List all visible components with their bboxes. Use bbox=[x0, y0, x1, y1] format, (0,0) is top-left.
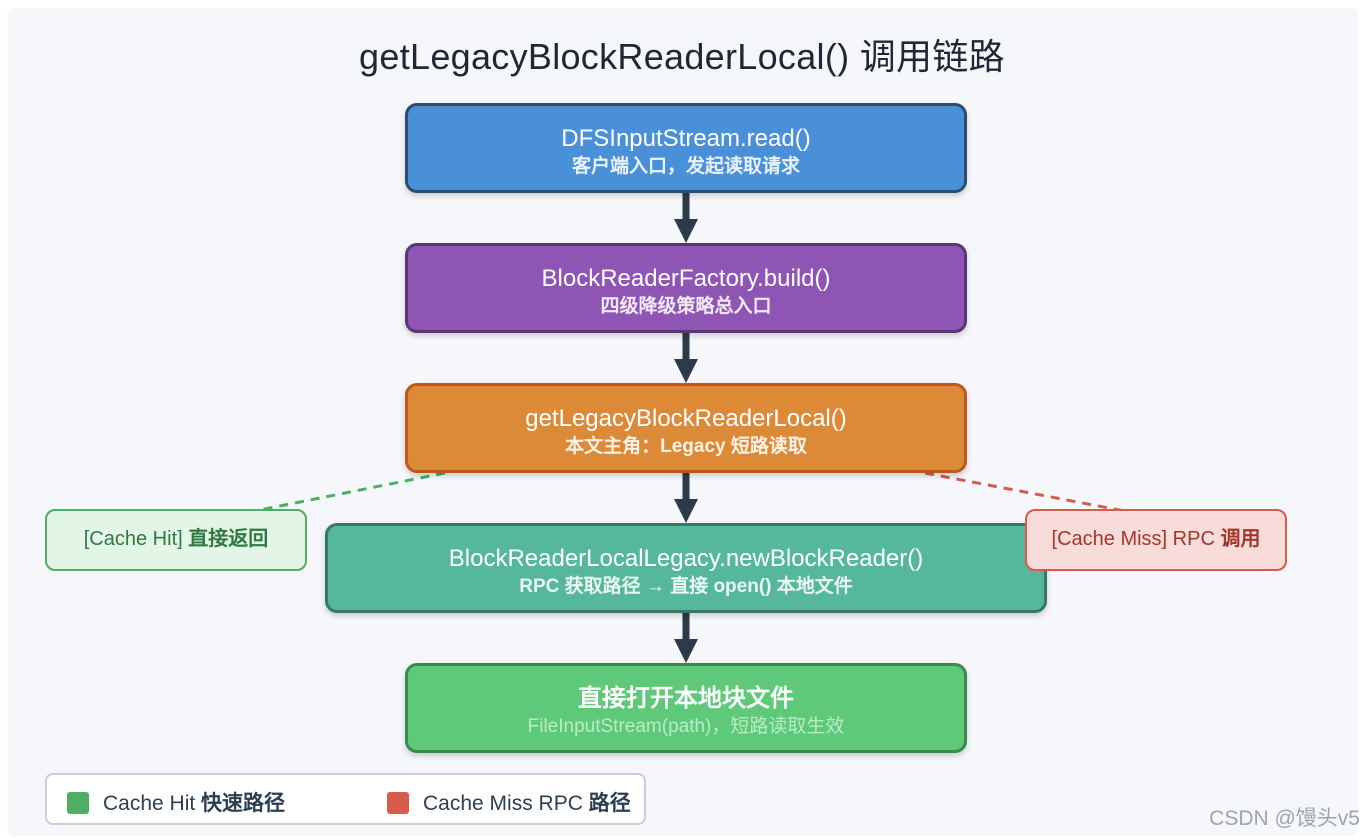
node-title: BlockReaderLocalLegacy.newBlockReader() bbox=[448, 545, 924, 572]
legend-label: Cache Miss RPC bbox=[423, 792, 583, 815]
legend-label: Cache Hit bbox=[103, 792, 196, 815]
node-title: DFSInputStream.read() bbox=[561, 125, 811, 152]
node-subtitle: 本文主角：Legacy 短路读取 bbox=[565, 436, 807, 457]
legend-item-cache-miss: Cache Miss RPC 路径 bbox=[387, 787, 631, 817]
watermark: CSDN @馒头v5 bbox=[1209, 807, 1360, 830]
cache-miss-prefix: [Cache Miss] RPC bbox=[1051, 528, 1215, 550]
flow-arrow-1 bbox=[674, 193, 698, 243]
node-subtitle: FileInputStream(path)，短路读取生效 bbox=[527, 716, 845, 737]
cache-miss-box: [Cache Miss] RPC 调用 bbox=[1025, 509, 1287, 571]
cache-hit-prefix: [Cache Hit] bbox=[83, 528, 183, 550]
cache-miss-label: 调用 bbox=[1220, 528, 1261, 550]
node-subtitle: 客户端入口，发起读取请求 bbox=[571, 156, 800, 177]
diagram-title: getLegacyBlockReaderLocal() 调用链路 bbox=[359, 36, 1005, 77]
legend: Cache Hit 快速路径 Cache Miss RPC 路径 bbox=[45, 773, 646, 825]
node-title: 直接打开本地块文件 bbox=[578, 685, 794, 712]
flow-arrow-2 bbox=[674, 333, 698, 383]
node-title: getLegacyBlockReaderLocal() bbox=[525, 405, 847, 432]
legend-swatch-green bbox=[67, 792, 89, 814]
cache-hit-connector bbox=[244, 471, 446, 515]
legend-label-cn: 快速路径 bbox=[201, 792, 286, 815]
node-dfsinputstream-read: DFSInputStream.read() 客户端入口，发起读取请求 bbox=[405, 103, 967, 193]
cache-hit-box: [Cache Hit] 直接返回 bbox=[45, 509, 307, 571]
node-blockreaderfactory-build: BlockReaderFactory.build() 四级降级策略总入口 bbox=[405, 243, 967, 333]
cache-hit-label: 直接返回 bbox=[188, 528, 269, 550]
flow-arrow-3 bbox=[674, 473, 698, 523]
node-subtitle: 四级降级策略总入口 bbox=[600, 296, 772, 317]
node-new-block-reader: BlockReaderLocalLegacy.newBlockReader() … bbox=[325, 523, 1047, 613]
node-get-legacy-block-reader-local: getLegacyBlockReaderLocal() 本文主角：Legacy … bbox=[405, 383, 967, 473]
cache-miss-connector bbox=[924, 471, 1136, 515]
legend-item-cache-hit: Cache Hit 快速路径 bbox=[67, 787, 285, 817]
node-open-local-block-file: 直接打开本地块文件 FileInputStream(path)，短路读取生效 bbox=[405, 663, 967, 753]
legend-label-cn: 路径 bbox=[588, 792, 631, 815]
node-subtitle: RPC 获取路径 → 直接 open() 本地文件 bbox=[519, 576, 853, 597]
flow-arrow-4 bbox=[674, 613, 698, 663]
node-title: BlockReaderFactory.build() bbox=[541, 265, 831, 292]
legend-swatch-red bbox=[387, 792, 409, 814]
